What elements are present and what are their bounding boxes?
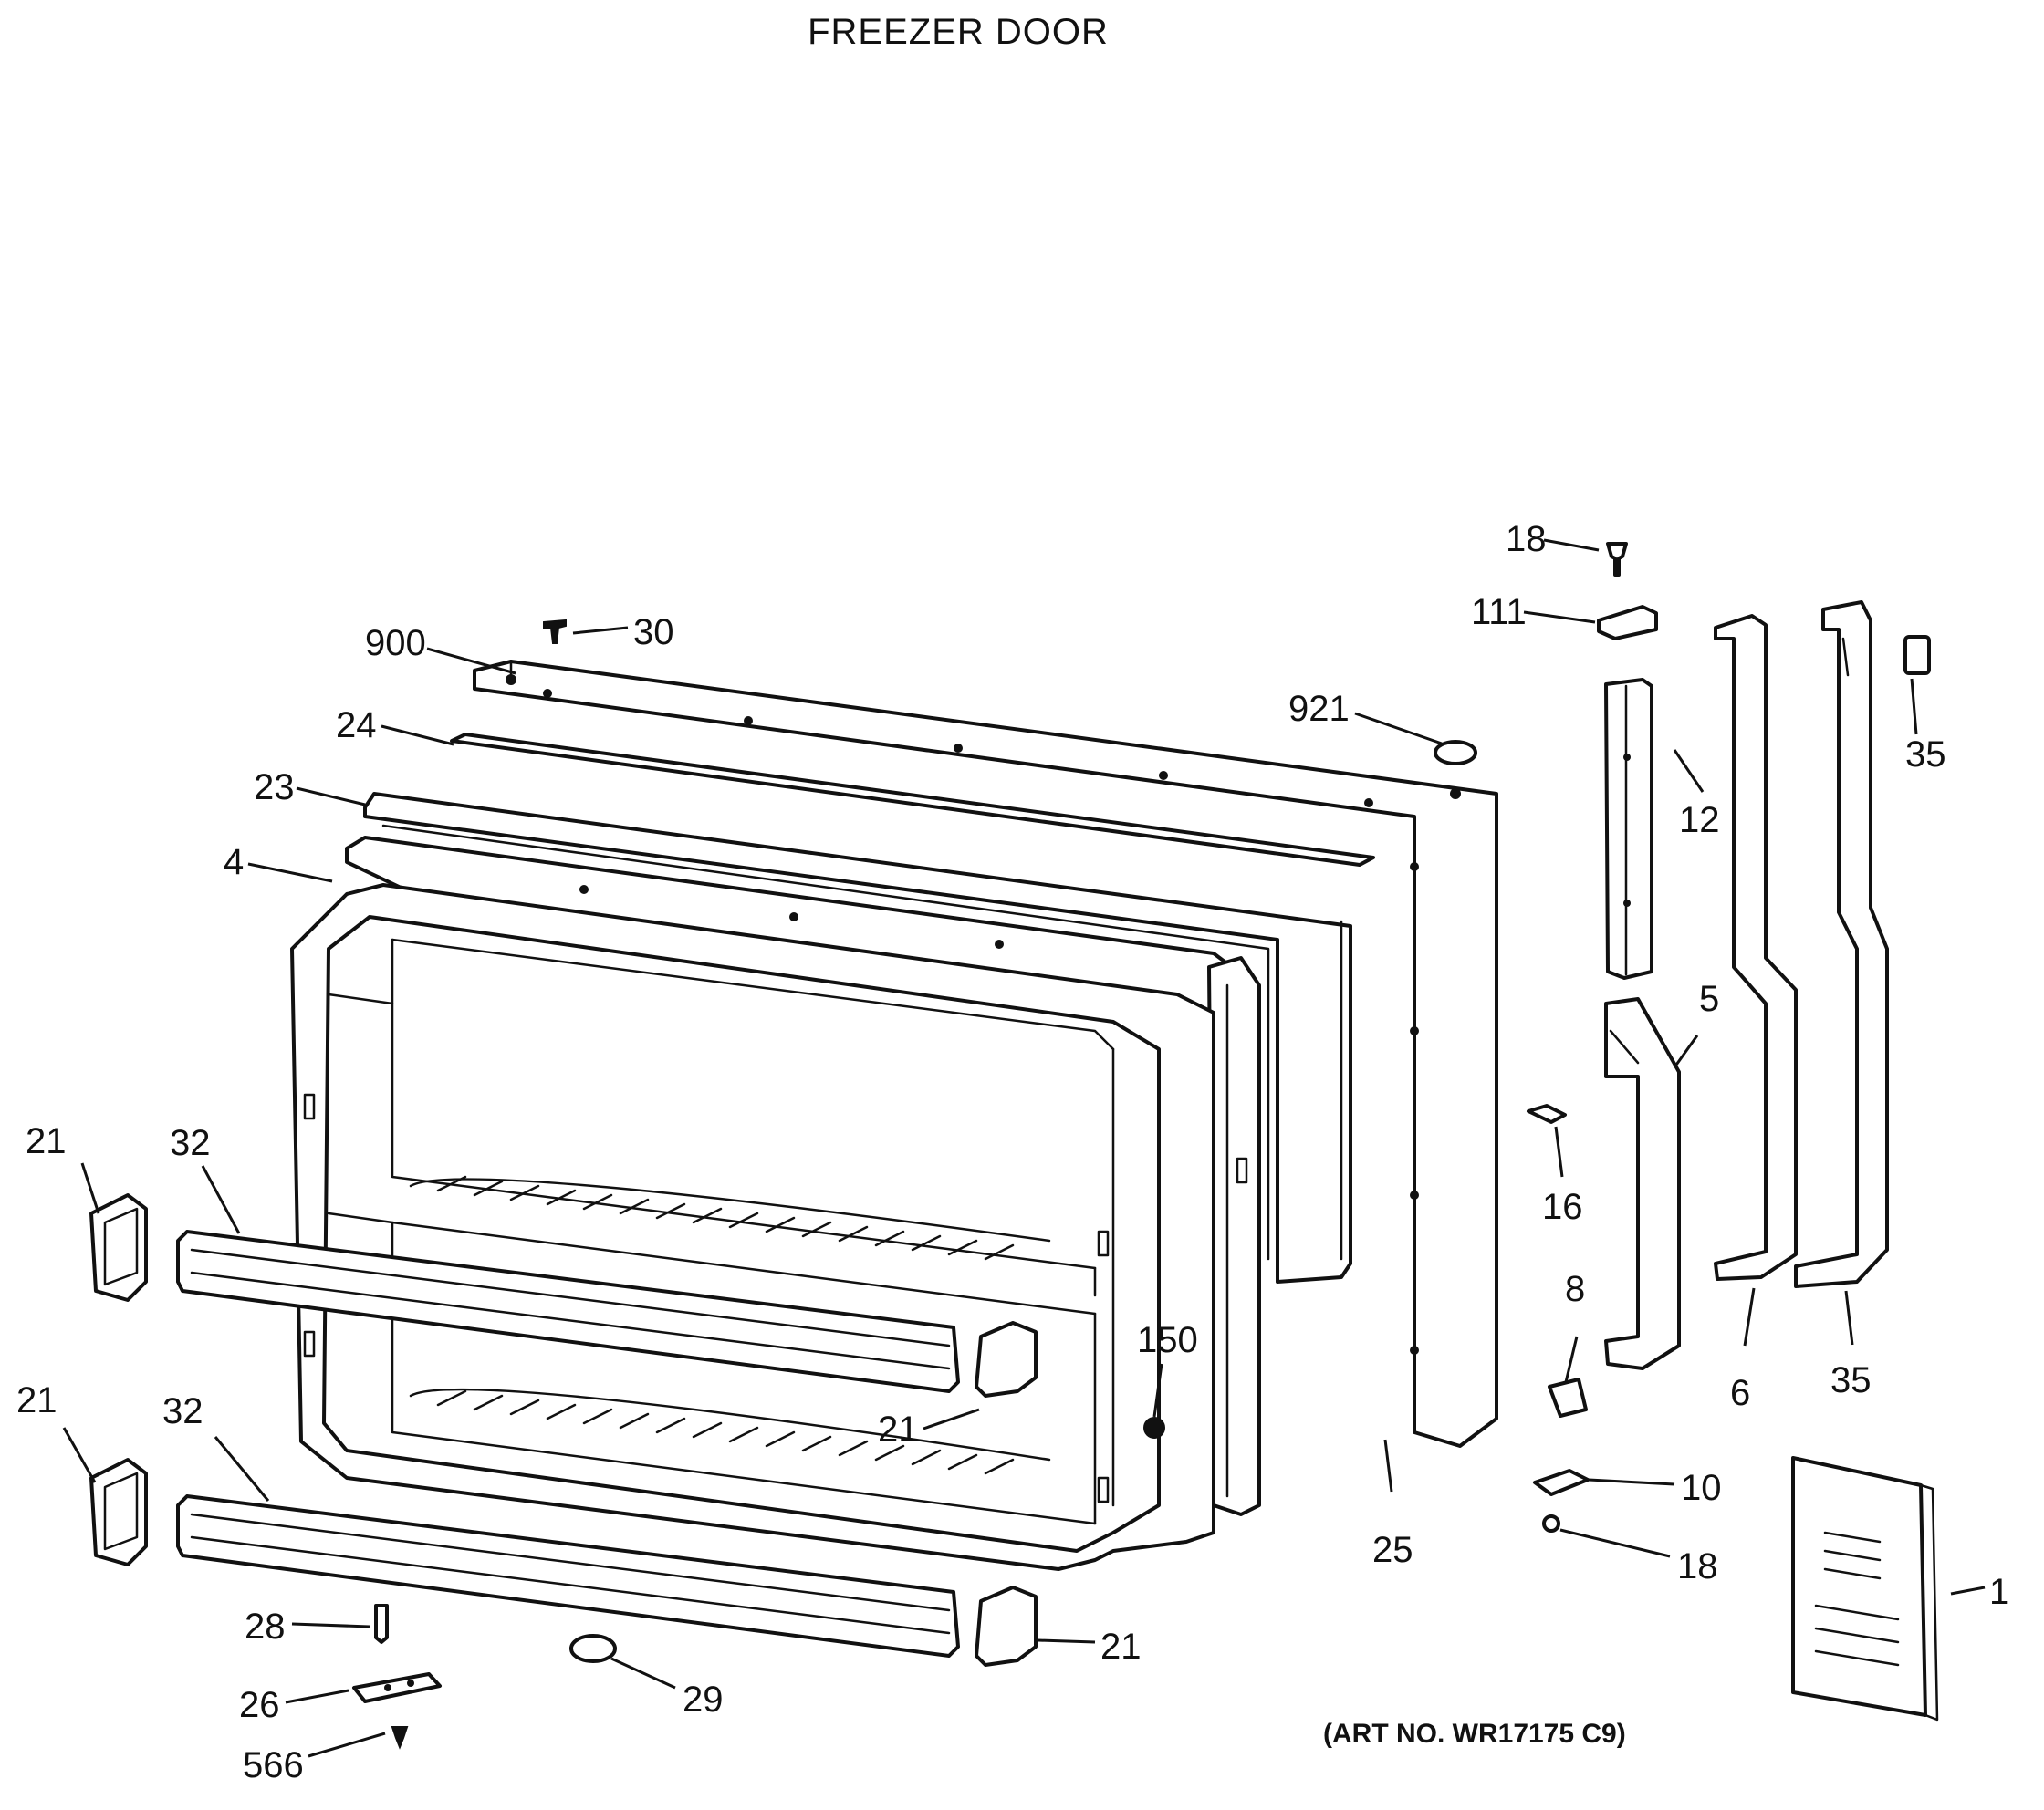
callout-21-bottom: 21 [1100,1627,1142,1667]
shelf-rail-bottom [176,1494,960,1658]
leader-lines [62,538,1986,1758]
callout-10: 10 [1681,1468,1722,1508]
screw-18-top-icon [1606,542,1628,577]
end-cap-left-top [89,1193,148,1302]
callout-8: 8 [1565,1269,1585,1309]
callout-566: 566 [243,1745,304,1785]
callout-28: 28 [245,1607,286,1647]
hinge-pin-8 [1548,1378,1588,1418]
bracket-6 [1714,614,1798,1281]
cap-35-icon [1903,635,1931,675]
callout-18-bottom: 18 [1677,1546,1718,1586]
callout-21-left-bottom: 21 [16,1380,57,1420]
callout-18-top: 18 [1506,519,1547,559]
callout-21-left-top: 21 [26,1121,67,1161]
screw-150-icon [1143,1417,1165,1439]
hinge-bracket-5 [1604,997,1681,1370]
callout-16: 16 [1542,1187,1583,1227]
screw-18-bottom-icon [1542,1514,1560,1533]
callout-4: 4 [224,842,244,882]
hinge-plate-10 [1533,1469,1590,1496]
end-cap-mid [975,1321,1038,1398]
screw-30-icon [543,619,567,644]
callout-900: 900 [365,623,426,663]
bracket-35 [1794,600,1889,1288]
hinge-bracket-111 [1597,605,1658,640]
callout-1: 1 [1989,1572,2009,1612]
outer-door-panel [473,660,1498,1448]
instruction-manual [1791,1456,1939,1722]
diagram-title: FREEZER DOOR [808,12,1109,52]
screw-566-icon [391,1726,409,1750]
shelf-rail-top [176,1230,960,1393]
hinge-channel-12 [1604,678,1653,980]
callout-32-bottom: 32 [162,1391,203,1431]
door-gasket [363,733,1375,1284]
callout-32-top: 32 [170,1123,211,1163]
end-cap-left-bottom [89,1458,148,1566]
callout-921: 921 [1288,689,1350,729]
screw-16-icon [1527,1104,1567,1124]
plug-29 [569,1634,617,1663]
callout-5: 5 [1699,979,1719,1019]
callout-25: 25 [1372,1530,1413,1570]
callout-12: 12 [1679,800,1720,840]
callout-23: 23 [254,767,295,807]
callout-35-top: 35 [1905,734,1946,775]
cap-921 [1434,740,1477,765]
callout-6: 6 [1730,1373,1750,1413]
callout-35-bottom: 35 [1830,1360,1872,1400]
inner-door-liner [290,883,1248,1571]
callout-21-mid: 21 [878,1410,919,1450]
hinge-plate-26 [352,1672,442,1703]
callout-30: 30 [633,612,674,652]
end-cap-bottom [975,1586,1038,1667]
stop-pin-28 [374,1604,389,1644]
callout-26: 26 [239,1685,280,1725]
callout-150: 150 [1137,1320,1198,1360]
callout-111: 111 [1471,592,1527,632]
callout-24: 24 [336,705,377,745]
callout-labels: 18 111 30 900 921 24 23 4 12 35 5 16 21 … [16,519,2009,1785]
callout-29: 29 [683,1680,724,1720]
art-number-label: (ART NO. WR17175 C9) [1323,1719,1626,1749]
